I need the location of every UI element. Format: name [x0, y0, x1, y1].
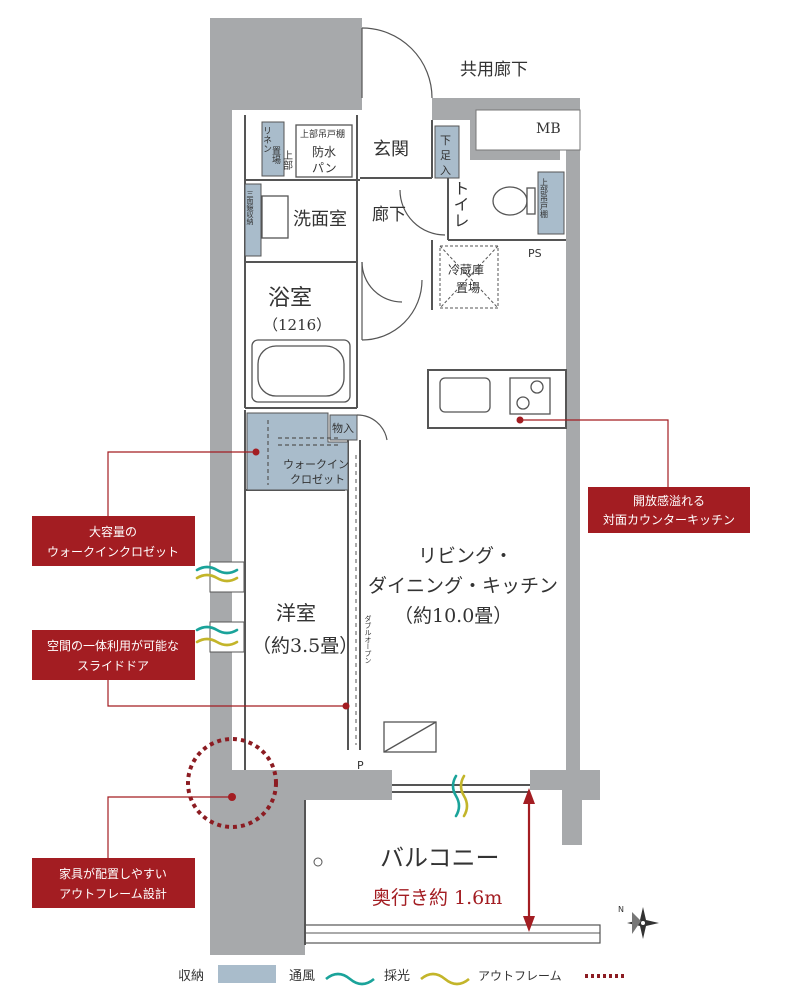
compass-north: N: [618, 905, 624, 914]
callout-dots: [228, 416, 524, 801]
balcony: [304, 788, 601, 945]
label-walkin-1: ウォークイン: [283, 458, 349, 471]
label-linen-2: リネン: [261, 126, 272, 153]
ventilation-marks: [195, 565, 469, 818]
label-balcony: バルコニー: [380, 844, 500, 872]
label-western-2: （約3.5畳）: [252, 635, 358, 657]
toilet-tank: [526, 187, 536, 215]
callout-leaders: [107, 419, 669, 858]
callout-kitchen-line1: 開放感溢れる: [633, 493, 705, 508]
label-waterproof-1: 防水: [312, 144, 336, 159]
label-fridge-2: 置場: [456, 281, 480, 295]
label-p: P: [357, 759, 364, 772]
legend-ventilation-label: 通風: [289, 969, 315, 984]
walls: [210, 18, 600, 955]
label-bath: 浴室: [268, 286, 312, 311]
balcony-left-wall: [232, 770, 392, 800]
mirror-storage: [244, 183, 262, 257]
label-ps: PS: [528, 247, 542, 260]
label-upper-cabinet: 上部吊戸棚: [300, 128, 345, 140]
top-wall-left: [232, 98, 362, 110]
label-living-3: （約10.0畳）: [394, 605, 512, 627]
label-toilet-cabinet: 上部吊戸棚: [540, 178, 549, 219]
label-shoe-a: 下: [440, 134, 451, 147]
closet-rails: [267, 420, 338, 485]
callout-slide-door-box: [32, 630, 195, 680]
label-entrance: 玄関: [373, 139, 409, 160]
callout-slide-line1: 空間の一体利用が可能な: [47, 638, 179, 653]
room-labels: 共用廊下 MB 玄関 下 足 入 トイレ 上部吊戸棚 上部 リネン 置場 上部吊…: [246, 60, 561, 909]
label-linen-3: 置場: [270, 146, 281, 165]
stove: [509, 377, 551, 415]
waterproof-pan: [295, 124, 353, 178]
label-fridge-1: 冷蔵庫: [448, 263, 484, 277]
out-frame-circle: [186, 737, 278, 829]
balcony-right-wall: [530, 770, 600, 845]
label-washroom: 洗面室: [293, 209, 347, 230]
callout-outframe-line2: アウトフレーム設計: [59, 886, 167, 901]
kitchen-sink: [439, 377, 491, 413]
callout-walkin-line2: ウォークインクロゼット: [47, 545, 179, 559]
mb-wall: [432, 98, 580, 160]
fridge-space: [439, 245, 499, 309]
right-outer-wall: [566, 150, 580, 780]
fixtures: [251, 124, 551, 753]
burner-2: [516, 396, 530, 410]
shoe-box: [434, 125, 460, 179]
walkin-closet-area: [246, 412, 349, 491]
label-shoe-c: 入: [440, 164, 451, 177]
toilet-cabinet: [537, 171, 565, 235]
legend-storage-label: 収納: [178, 969, 204, 984]
label-living-2: ダイニング・キッチン: [368, 575, 558, 597]
label-shoe-b: 足: [440, 149, 451, 162]
label-living-1: リビング・: [418, 545, 513, 567]
label-western-1: 洋室: [276, 601, 316, 625]
legend-ventilation-swatch: [325, 972, 375, 986]
label-mirror-storage: 三面鏡収納: [246, 190, 254, 226]
label-storage-small: 物入: [332, 421, 354, 435]
storage-areas: [244, 121, 565, 491]
linen-storage: [261, 121, 285, 177]
callout-texts: 大容量の ウォークインクロゼット 空間の一体利用が可能な スライドドア 家具が配…: [47, 493, 735, 901]
compass: [627, 907, 659, 939]
legend-storage-swatch: [218, 965, 276, 983]
small-storage: [329, 414, 358, 441]
label-linen-1: 上部: [281, 150, 293, 171]
label-waterproof-2: パン: [312, 161, 337, 175]
bathtub-inner: [257, 345, 345, 397]
label-walkin-2: クロゼット: [290, 473, 345, 486]
legend-daylight-swatch: [420, 972, 470, 986]
mb-top-band: [476, 98, 580, 102]
callout-kitchen-box: [588, 487, 750, 533]
callout-walkin-box: [32, 516, 195, 566]
label-hallway: 廊下: [372, 205, 406, 225]
legend-labels: 収納 通風 採光 アウトフレーム: [178, 969, 562, 984]
label-common-corridor: 共用廊下: [460, 60, 528, 80]
burner-1: [530, 380, 544, 394]
washbasin: [261, 195, 289, 239]
label-bath-size: （1216）: [263, 316, 331, 334]
callout-outframe-line1: 家具が配置しやすい: [59, 866, 167, 881]
callout-boxes: [32, 487, 750, 908]
label-toilet: トイレ: [451, 180, 470, 228]
legend: [218, 965, 625, 986]
callout-slide-line2: スライドドア: [77, 659, 149, 673]
doors: [356, 27, 446, 441]
mb-area: [475, 109, 581, 151]
label-double-open: ダブルオープン: [364, 614, 372, 664]
label-balcony-depth: 奥行き約 1.6m: [372, 887, 502, 909]
toilet-bowl: [492, 186, 528, 216]
callout-out-frame-box: [32, 858, 195, 908]
legend-outframe-label: アウトフレーム: [478, 969, 562, 983]
left-outer-wall: [210, 18, 362, 955]
callout-walkin-line1: 大容量の: [89, 524, 137, 539]
callout-kitchen-line2: 対面カウンターキッチン: [603, 513, 735, 527]
label-mb: MB: [536, 121, 561, 137]
balcony-rail: [304, 924, 601, 944]
legend-daylight-label: 採光: [384, 969, 410, 984]
